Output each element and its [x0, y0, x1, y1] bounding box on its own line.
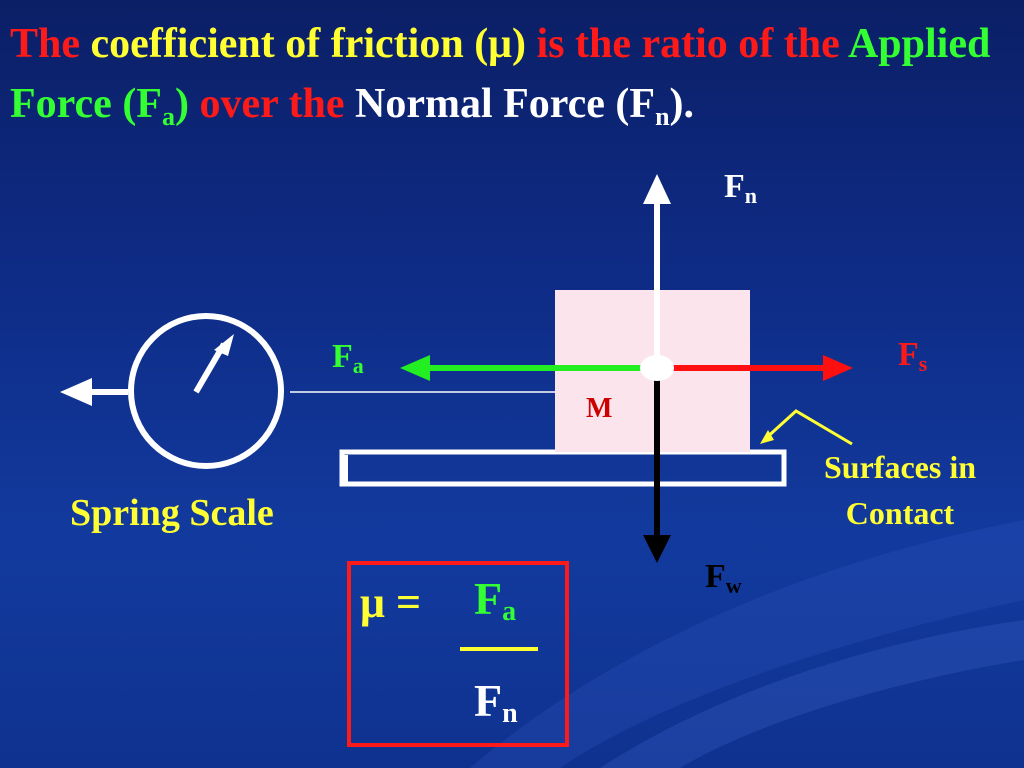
friction-force-label: Fs	[898, 336, 928, 376]
applied-force-arrowhead	[400, 355, 430, 381]
heading-definition: The coefficient of friction (μ) is the r…	[10, 14, 1014, 134]
surface-edge	[340, 455, 348, 485]
normal-force-arrowhead	[643, 174, 671, 204]
mass-label: M	[586, 393, 613, 424]
spring-scale-dial	[128, 313, 284, 469]
surfaces-callout-arrowhead	[760, 430, 774, 444]
weight-force-arrowhead	[643, 535, 671, 563]
heading-coefficient: coefficient of friction	[90, 21, 464, 67]
heading-applied-force: Applied Force (Fa)	[10, 21, 991, 131]
spring-scale-needle-tip	[214, 334, 234, 356]
heading-ratio: is the ratio of the	[536, 21, 840, 67]
surfaces-callout-line	[762, 409, 853, 446]
heading-over-the: over the	[199, 81, 345, 127]
normal-force-label: Fn	[724, 168, 758, 208]
force-origin-point	[640, 355, 674, 381]
formula-denominator: Fn	[474, 675, 518, 729]
pull-arrow-head	[60, 378, 92, 406]
heading-normal-force: Normal Force (Fn).	[354, 81, 695, 131]
formula-mu-equals: μ =	[360, 578, 422, 627]
applied-force-label: Fa	[332, 338, 364, 378]
friction-force-arrowhead	[823, 355, 853, 381]
spring-scale-label: Spring Scale	[70, 492, 274, 534]
contact-surface	[339, 449, 787, 487]
heading-mu: (μ)	[474, 21, 526, 67]
formula-box	[347, 561, 569, 747]
weight-force-label: Fw	[705, 558, 742, 598]
heading-the: The	[10, 21, 81, 67]
formula-numerator: Fa	[474, 573, 517, 627]
